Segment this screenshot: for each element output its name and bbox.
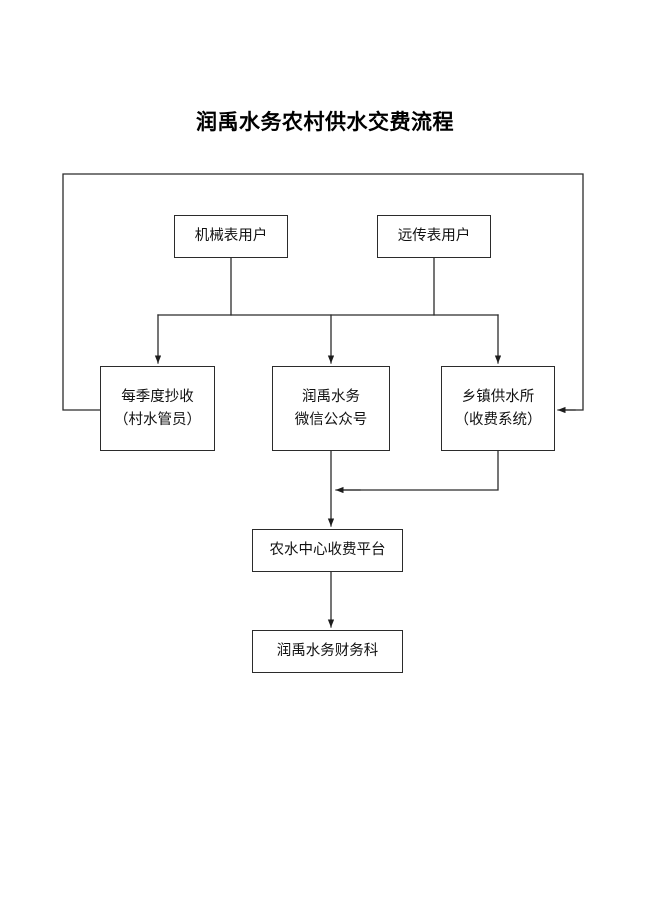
node-quarterly-meter-reading[interactable]: 每季度抄收 （村水管员） [100,366,215,451]
node-mechanical-meter-user[interactable]: 机械表用户 [174,215,288,258]
node-label-line1: 润禹水务财务科 [276,643,379,660]
node-label-line1: 每季度抄收 [121,389,194,406]
node-wechat-official-account[interactable]: 润禹水务 微信公众号 [272,366,390,451]
node-label-line1: 机械表用户 [194,228,268,245]
outer-loop-path [62,173,584,411]
node-runyu-finance-department[interactable]: 润禹水务财务科 [252,630,403,673]
node-township-water-station[interactable]: 乡镇供水所 （收费系统） [441,366,555,451]
node-label-line1: 远传表用户 [397,228,471,245]
node-label-line2: 微信公众号 [294,411,368,428]
node-label-line1: 乡镇供水所 [461,389,535,406]
node-label-line2: （收费系统） [454,411,542,428]
node-label-line1: 润禹水务 [302,389,360,406]
node-remote-meter-user[interactable]: 远传表用户 [377,215,491,258]
node-label-line2: （村水管员） [114,411,201,428]
node-label-line1: 农水中心收费平台 [269,542,386,559]
node-rural-water-center-platform[interactable]: 农水中心收费平台 [252,529,403,572]
township-merge-path [339,450,499,491]
page-title: 润禹水务农村供水交费流程 [196,110,454,134]
